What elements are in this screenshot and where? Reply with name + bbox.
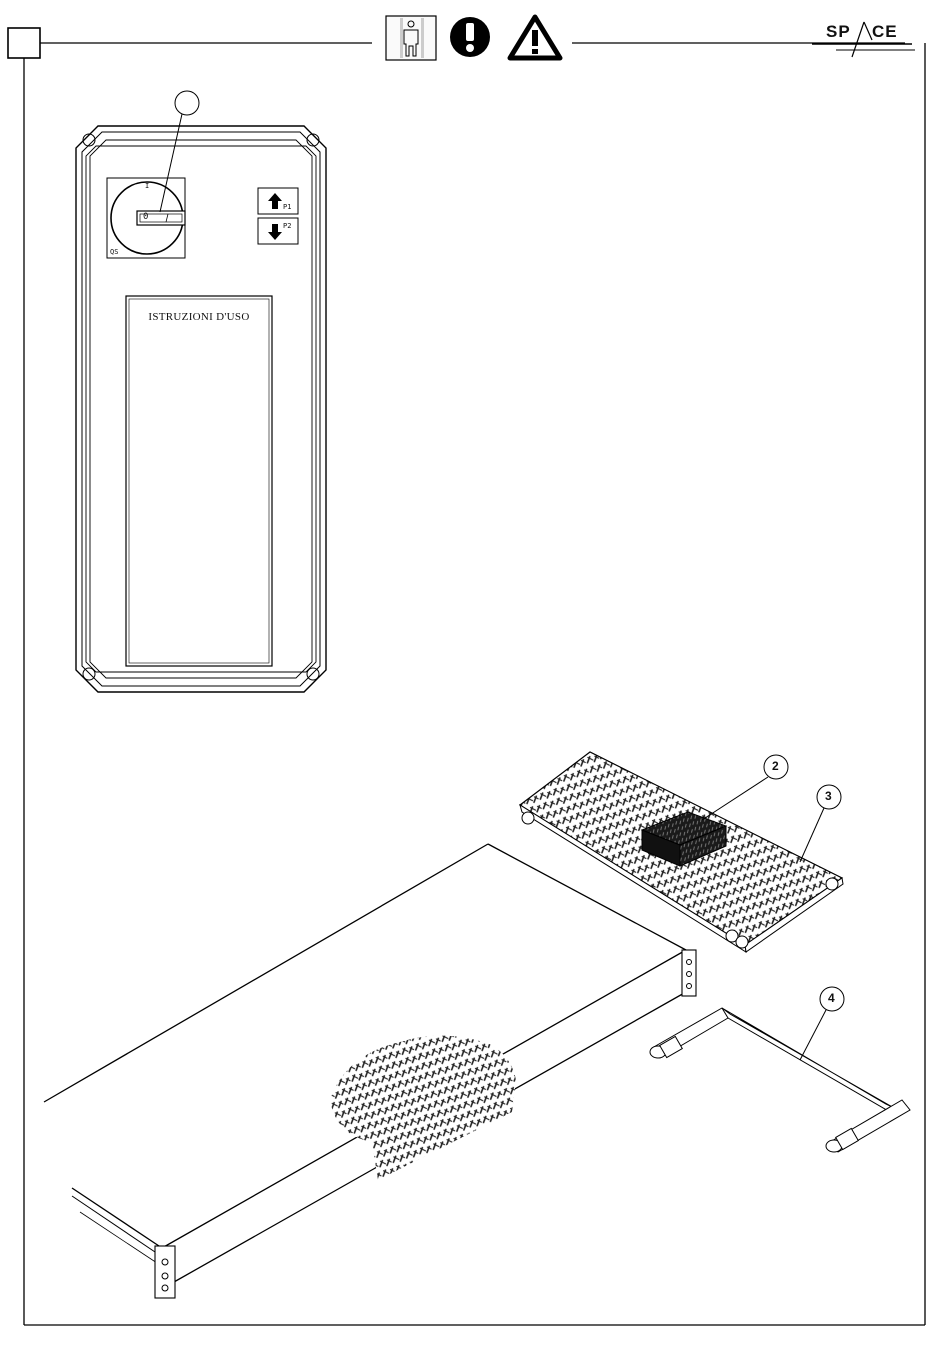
plate-roller-bottom-b xyxy=(736,936,748,948)
control-panel xyxy=(76,91,326,692)
callout-2-label: 2 xyxy=(772,759,779,773)
frame-corner-box xyxy=(8,28,40,58)
runway-end-plate-front xyxy=(155,1246,175,1298)
logo-text-right: CE xyxy=(872,22,898,42)
up-button-label: P1 xyxy=(283,203,291,211)
instructions-title: ISTRUZIONI D'USO xyxy=(126,311,272,323)
runway-platform xyxy=(44,844,696,1298)
exclamation-icon xyxy=(450,17,490,57)
warning-triangle-icon xyxy=(510,17,560,58)
runway-end-plate-back xyxy=(682,950,696,996)
callout-2-leader xyxy=(702,777,768,820)
logo-text-left: SP xyxy=(826,22,851,42)
switch-corner-mark: QS xyxy=(110,248,118,256)
down-button-label: P2 xyxy=(283,222,291,230)
plate-roller-right xyxy=(826,878,838,890)
callout-4-label: 4 xyxy=(828,991,835,1005)
switch-top-mark: I xyxy=(145,182,149,190)
instructions-box xyxy=(126,296,272,666)
jack-handle xyxy=(650,1008,910,1152)
plate-roller-left xyxy=(522,812,534,824)
callout-1-circle xyxy=(175,91,199,115)
callout-3-label: 3 xyxy=(825,789,832,803)
switch-left-mark: 0 xyxy=(143,212,148,222)
callout-4-leader xyxy=(800,1010,826,1060)
callout-3-leader xyxy=(800,808,824,862)
operator-figure-icon xyxy=(386,16,436,60)
